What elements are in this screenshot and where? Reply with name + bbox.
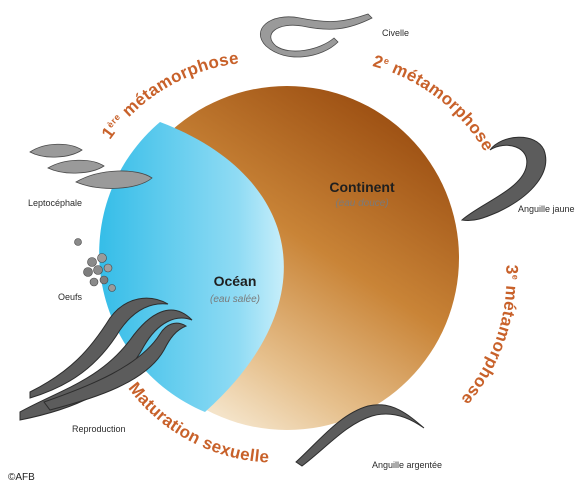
continent-title: Continent [329,179,395,195]
reproduction-label: Reproduction [72,424,126,434]
copyright-credit: ©AFB [8,472,35,483]
continent-subtitle: (eau douce) [335,198,388,209]
oeufs-label: Oeufs [58,292,83,302]
anguille-argentee-label: Anguille argentée [372,460,442,470]
ocean-title: Océan [214,273,257,289]
civelle-eel-illustration [260,14,372,57]
ocean-subtitle: (eau salée) [210,294,260,305]
leptocephale-label: Leptocéphale [28,198,82,208]
anguille-jaune-label: Anguille jaune [518,204,575,214]
civelle-label: Civelle [382,28,409,38]
